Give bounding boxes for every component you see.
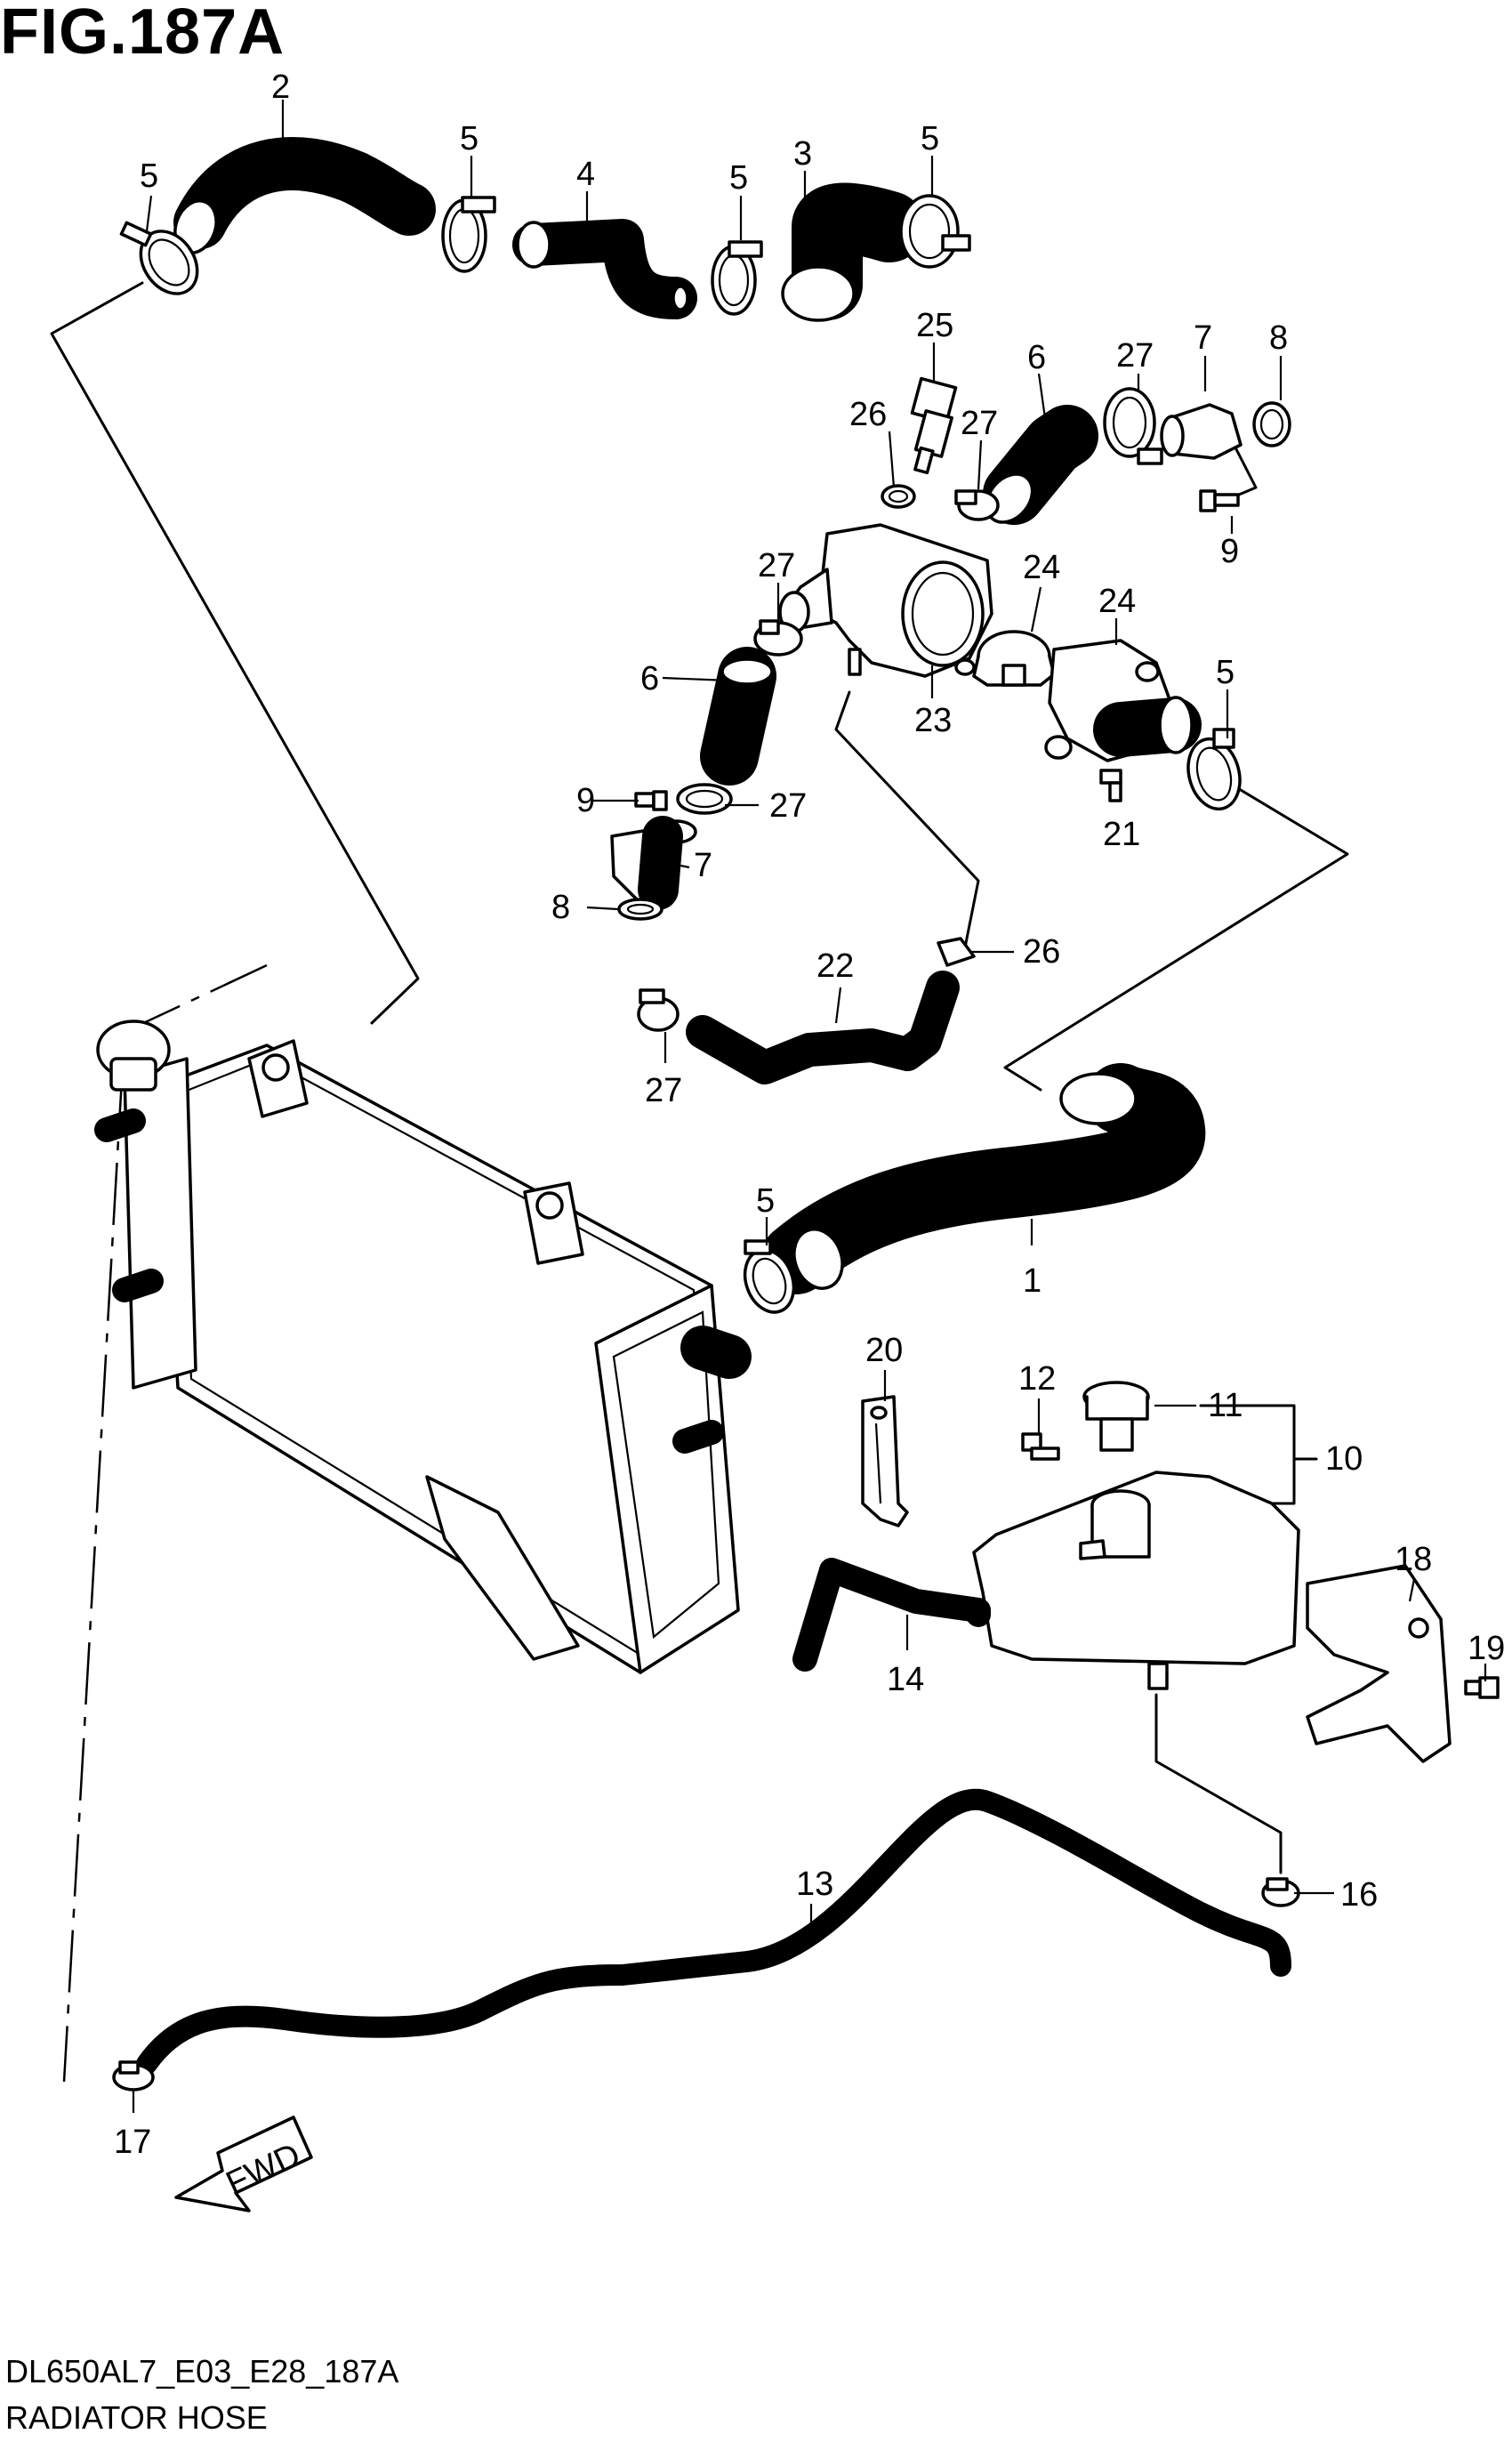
part-19-thermostat-housing	[778, 523, 993, 678]
part-16-bracket	[1306, 1564, 1452, 1763]
callout-leader-lines	[132, 100, 1487, 2113]
part-22-bolt	[1099, 769, 1122, 802]
part-8-o-ring-upper	[1252, 401, 1291, 447]
clamp-27-upper-right	[1103, 387, 1163, 465]
part-23-small-hose	[686, 971, 960, 1084]
callout-8: 8	[1269, 319, 1288, 357]
callout-13: 13	[796, 1866, 833, 1903]
clamp-27-lower	[676, 783, 733, 815]
callout-5: 5	[921, 120, 939, 157]
callout-6: 6	[640, 660, 659, 697]
callout-23: 22	[816, 947, 854, 985]
callout-3: 3	[793, 135, 812, 173]
callout-7: 7	[694, 847, 712, 884]
figure-caption: RADIATOR HOSE	[5, 2399, 268, 2436]
callout-2: 2	[271, 69, 290, 106]
callout-19: 23	[914, 702, 952, 739]
clamp-27-near-part-19	[753, 619, 803, 657]
callout-22: 21	[1103, 816, 1140, 853]
part-1-radiator-hose	[760, 1063, 1206, 1294]
part-26-o-ring	[881, 484, 916, 509]
part-6-lower-hose	[700, 647, 776, 786]
radiator	[94, 1020, 752, 1674]
callout-5: 5	[1216, 654, 1235, 691]
callout-11: 11	[1208, 1387, 1243, 1424]
part-7-lower-fitting	[610, 816, 697, 910]
callout-20: 24	[1098, 583, 1136, 620]
callout-12: 12	[1018, 1360, 1056, 1398]
callout-15: 17	[114, 2124, 151, 2161]
callout-27: 27	[961, 405, 998, 442]
clamp-5-near-part-3-left	[711, 240, 763, 316]
callout-25: 25	[916, 307, 953, 344]
part-8-o-ring-lower	[617, 898, 664, 921]
callout-5: 5	[460, 120, 479, 157]
callout-24: 27	[645, 1072, 682, 1109]
clamp-5-near-part-4	[441, 196, 496, 273]
callout-8: 8	[551, 889, 570, 926]
figure-title: FIG.187A	[0, 0, 286, 68]
callout-27: 27	[1116, 337, 1154, 375]
part-7-upper-fitting	[1160, 403, 1243, 460]
clamp-5-near-part-1	[743, 1239, 796, 1314]
callout-21: 24	[1023, 549, 1060, 586]
part-10-reservoir-tank	[972, 1471, 1300, 1690]
callout-9: 9	[576, 782, 595, 819]
part-15-clip-right	[1261, 1877, 1300, 1907]
callout-16: 18	[1395, 1541, 1432, 1578]
part-9-bolt-lower	[634, 790, 668, 811]
fwd-arrow	[174, 2116, 313, 2212]
callout-5: 5	[729, 159, 748, 197]
callout-14: 14	[887, 1661, 924, 1698]
part-11-cap	[1082, 1381, 1150, 1452]
callout-1: 1	[1023, 1262, 1042, 1300]
callout-numbers: 2 5 5 4 5 3 5 25 26 27 6 27 7 8 9 27 23 …	[114, 69, 1505, 2161]
callout-5: 5	[756, 1182, 775, 1220]
part-13-overflow-hose	[136, 1788, 1291, 2075]
callout-27: 27	[769, 787, 807, 825]
callout-27: 27	[758, 547, 795, 584]
callout-18: 20	[865, 1332, 903, 1369]
clamp-5-top-right	[899, 194, 971, 269]
callout-26: 26	[849, 396, 887, 433]
callout-17: 19	[1468, 1630, 1505, 1667]
clamp-5-near-part-20	[1186, 728, 1242, 811]
callout-4: 4	[576, 156, 595, 193]
part-18-strap	[861, 1395, 909, 1527]
callout-10: 10	[1325, 1440, 1363, 1478]
callout-24: 26	[1023, 933, 1060, 971]
callout-7: 7	[1194, 319, 1212, 357]
part-24-clip-upper	[937, 937, 976, 967]
part-4-pipe	[512, 219, 697, 319]
part-2-upper-hose	[173, 137, 436, 254]
callout-15: 16	[1340, 1876, 1378, 1914]
clamp-5-top-left	[119, 221, 199, 295]
clamp-27-near-part-6	[954, 489, 1000, 521]
part-20-thermostat-cover	[1044, 639, 1202, 762]
part-25-sensor	[910, 376, 958, 475]
callout-9: 9	[1220, 533, 1239, 570]
part-9-bolt-upper	[1199, 489, 1240, 512]
part-24-clip-lower	[637, 988, 680, 1032]
part-3-elbow-hose	[781, 182, 925, 322]
part-12-bolt	[1021, 1432, 1060, 1461]
figure-code: DL650AL7_E03_E28_187A	[5, 2353, 399, 2390]
part-15-clip-left	[112, 2060, 155, 2091]
callout-5: 5	[140, 157, 158, 195]
callout-6: 6	[1027, 339, 1046, 376]
part-17-bolt	[1464, 1676, 1500, 1699]
part-14-hose	[792, 1558, 991, 1672]
